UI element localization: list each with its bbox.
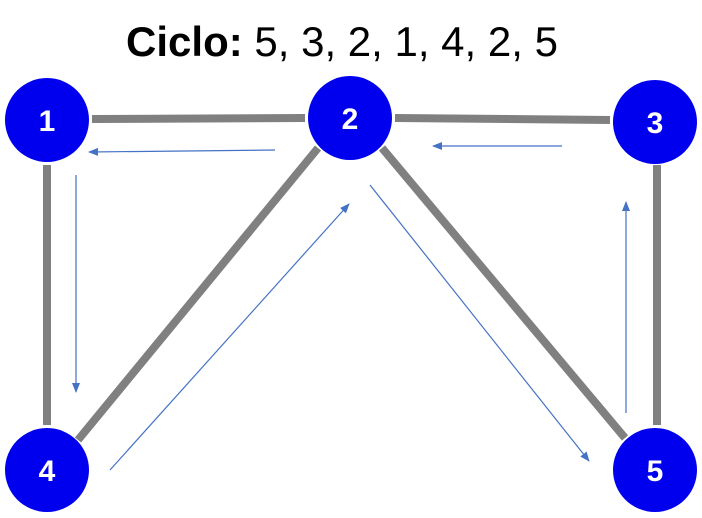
node-label: 2 bbox=[342, 103, 359, 136]
cycle-arrow-2-1 bbox=[88, 147, 276, 156]
diagram-title: Ciclo: 5, 3, 2, 1, 4, 2, 5 bbox=[0, 18, 684, 66]
cycle-arrow-2-5 bbox=[369, 184, 590, 462]
cycle-sequence: 5, 3, 2, 1, 4, 2, 5 bbox=[242, 18, 558, 65]
node-circle bbox=[5, 428, 89, 512]
node-4: 4 bbox=[5, 428, 89, 512]
node-circle bbox=[308, 76, 392, 160]
node-label: 4 bbox=[39, 455, 56, 488]
edge-1-2 bbox=[91, 114, 306, 123]
cycle-arrow-4-2 bbox=[109, 203, 350, 471]
node-label: 3 bbox=[647, 107, 664, 140]
node-2: 2 bbox=[308, 76, 392, 160]
title-label: Ciclo: bbox=[126, 18, 243, 65]
node-5: 5 bbox=[613, 428, 697, 512]
node-1: 1 bbox=[5, 78, 89, 162]
edge-2-4 bbox=[74, 145, 322, 443]
node-label: 1 bbox=[39, 105, 56, 138]
node-3: 3 bbox=[613, 80, 697, 164]
node-circle bbox=[613, 80, 697, 164]
node-circle bbox=[613, 428, 697, 512]
edge-2-5 bbox=[378, 145, 629, 441]
node-label: 5 bbox=[647, 455, 664, 488]
node-circle bbox=[5, 78, 89, 162]
edge-2-3 bbox=[394, 114, 611, 124]
